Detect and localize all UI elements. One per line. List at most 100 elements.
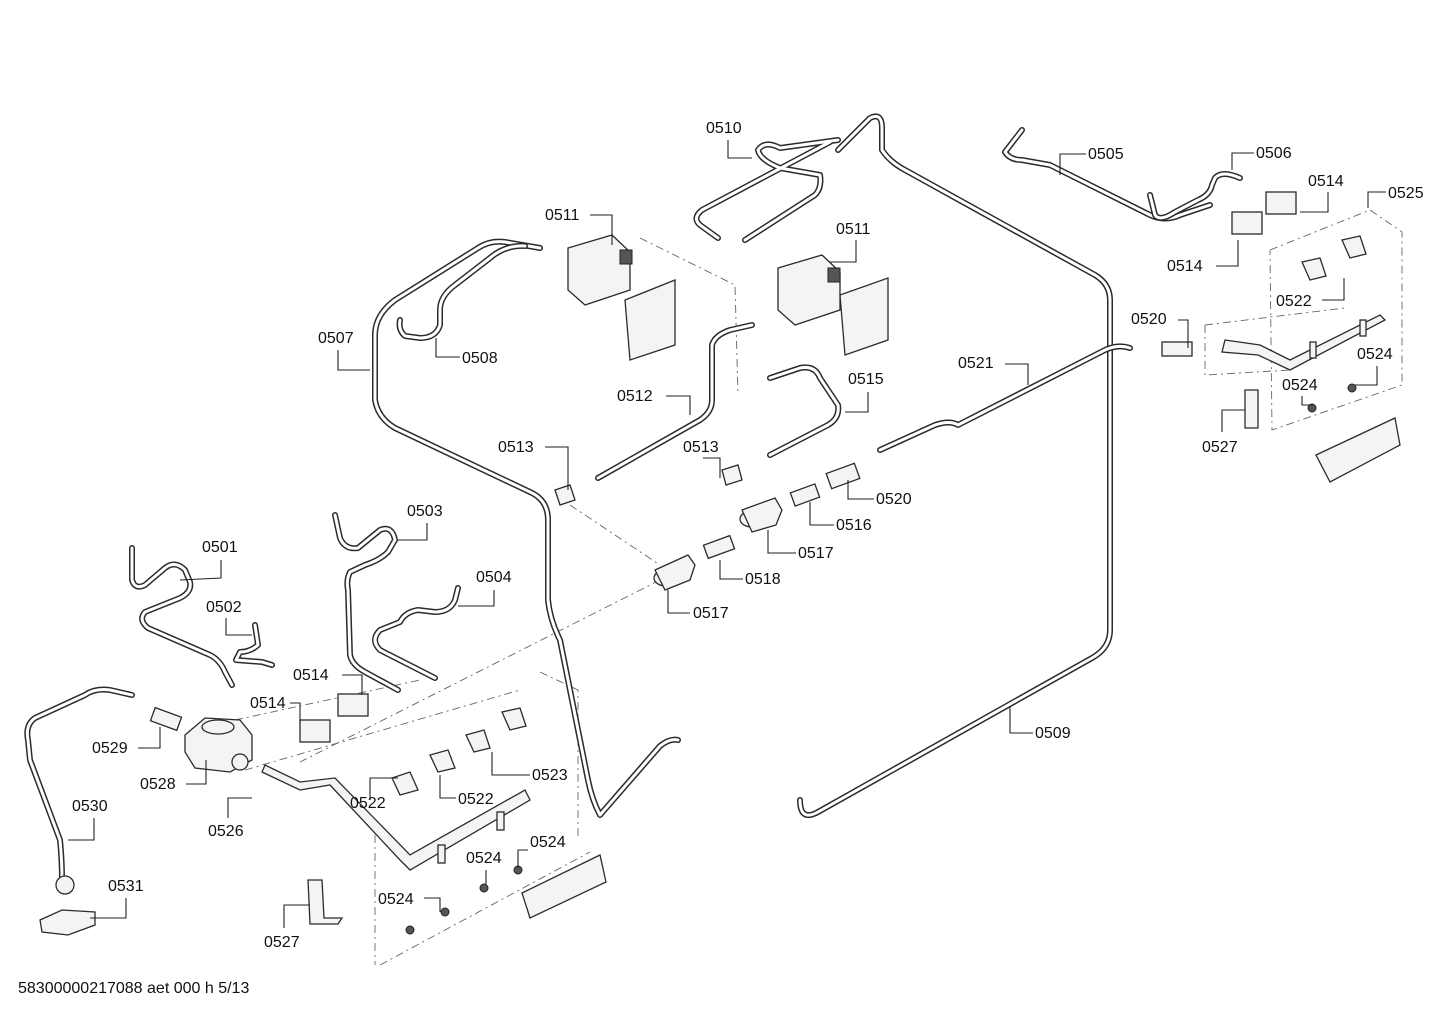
leader-line [491, 752, 530, 776]
callout-p0524b: 0524 [1282, 377, 1318, 406]
leader-line [225, 618, 252, 636]
leader-line [1300, 192, 1329, 213]
leader-line [342, 674, 363, 695]
part-number-label: 0524 [530, 834, 566, 851]
part-number-label: 0515 [848, 371, 884, 388]
pipe-0512 [595, 322, 755, 481]
leader-line [435, 338, 460, 358]
document-footer: 58300000217088 aet 000 h 5/13 [18, 980, 250, 997]
leader-line [369, 777, 398, 800]
part-number-label: 0513 [498, 439, 534, 456]
callout-p0522b: 0522 [350, 777, 398, 812]
callout-p0528: 0528 [140, 760, 207, 793]
part-number-label: 0504 [476, 569, 512, 586]
callout-p0524d: 0524 [466, 850, 502, 884]
leader-line [138, 727, 161, 749]
part-number-label: 0509 [1035, 725, 1071, 742]
pipe-0503 [332, 512, 401, 693]
callout-p0504: 0504 [458, 569, 512, 607]
part-number-label: 0505 [1088, 146, 1124, 163]
callout-p0514d: 0514 [250, 695, 301, 722]
part-number-label: 0503 [407, 503, 443, 520]
leader-line [1009, 706, 1033, 734]
callout-p0514a: 0514 [1300, 173, 1344, 213]
callout-p0522c: 0522 [439, 775, 494, 808]
manifold-0526 [261, 764, 531, 871]
callout-p0510: 0510 [706, 120, 752, 159]
callout-p0523: 0523 [491, 752, 568, 784]
valve-block-0511b [777, 254, 841, 326]
callout-p0524e: 0524 [378, 891, 441, 912]
pipe-0507 [372, 238, 681, 818]
leader-line [590, 214, 613, 245]
part-number-label: 0522 [350, 795, 386, 812]
callout-p0527a: 0527 [1202, 409, 1245, 456]
callout-p0529: 0529 [92, 727, 161, 757]
callout-p0506: 0506 [1231, 145, 1292, 170]
callout-p0520b: 0520 [847, 480, 912, 508]
leader-line [439, 775, 456, 799]
part-number-label: 0518 [745, 571, 781, 588]
part-number-label: 0524 [378, 891, 414, 908]
manifold-right [1221, 314, 1387, 371]
pipe-0508 [396, 242, 528, 341]
callout-p0511a: 0511 [545, 207, 613, 245]
pipe-0501 [129, 545, 235, 688]
part-number-label: 0514 [293, 667, 329, 684]
leader-line [1367, 191, 1386, 208]
leader-line [186, 760, 207, 785]
part-number-label: 0530 [72, 798, 108, 815]
part-number-label: 0521 [958, 355, 994, 372]
part-number-label: 0510 [706, 120, 742, 137]
leader-line [845, 392, 869, 413]
callout-p0515: 0515 [845, 371, 884, 413]
callout-p0511b: 0511 [830, 221, 871, 263]
callout-p0517a: 0517 [767, 530, 834, 562]
part-number-label: 0524 [1282, 377, 1318, 394]
leader-line [398, 523, 428, 541]
callout-p0526: 0526 [208, 797, 252, 840]
part-number-label: 0528 [140, 776, 176, 793]
callout-p0521: 0521 [958, 355, 1029, 385]
leader-line [767, 530, 796, 554]
part-number-label: 0527 [264, 934, 300, 951]
pipe-0521 [877, 343, 1133, 453]
connector-0531 [39, 875, 96, 936]
pipe-0505 [1002, 127, 1213, 222]
part-number-label: 0523 [532, 767, 568, 784]
leader-line [727, 140, 752, 159]
part-number-label: 0506 [1256, 145, 1292, 162]
leader-line [847, 480, 874, 500]
part-number-label: 0524 [466, 850, 502, 867]
part-number-label: 0501 [202, 539, 238, 556]
part-number-label: 0525 [1388, 185, 1424, 202]
assembly-guides [234, 209, 1403, 966]
leader-line [809, 502, 834, 526]
leader-line [667, 590, 690, 614]
pipe-0506 [1147, 171, 1243, 221]
screws-0524 [405, 383, 1357, 935]
pipe-0502 [233, 622, 275, 668]
callout-p0514b: 0514 [1167, 240, 1239, 275]
callout-p0508: 0508 [435, 338, 498, 367]
callout-p0522a: 0522 [1276, 278, 1345, 310]
part-number-label: 0517 [693, 605, 729, 622]
callout-p0524c: 0524 [517, 834, 566, 868]
callout-p0512: 0512 [617, 388, 691, 415]
leader-line [227, 797, 252, 818]
leader-line [545, 446, 569, 490]
leader-line [290, 702, 301, 722]
part-number-label: 0513 [683, 439, 719, 456]
leader-line [90, 898, 127, 919]
part-number-label: 0517 [798, 545, 834, 562]
callout-p0517b: 0517 [667, 590, 729, 622]
leader-line [1301, 396, 1313, 406]
injectors-0522-0523 [391, 235, 1367, 796]
leader-line [666, 395, 691, 415]
part-number-label: 0508 [462, 350, 498, 367]
part-number-label: 0529 [92, 740, 128, 757]
leader-line [517, 849, 528, 868]
part-number-label: 0524 [1357, 346, 1393, 363]
